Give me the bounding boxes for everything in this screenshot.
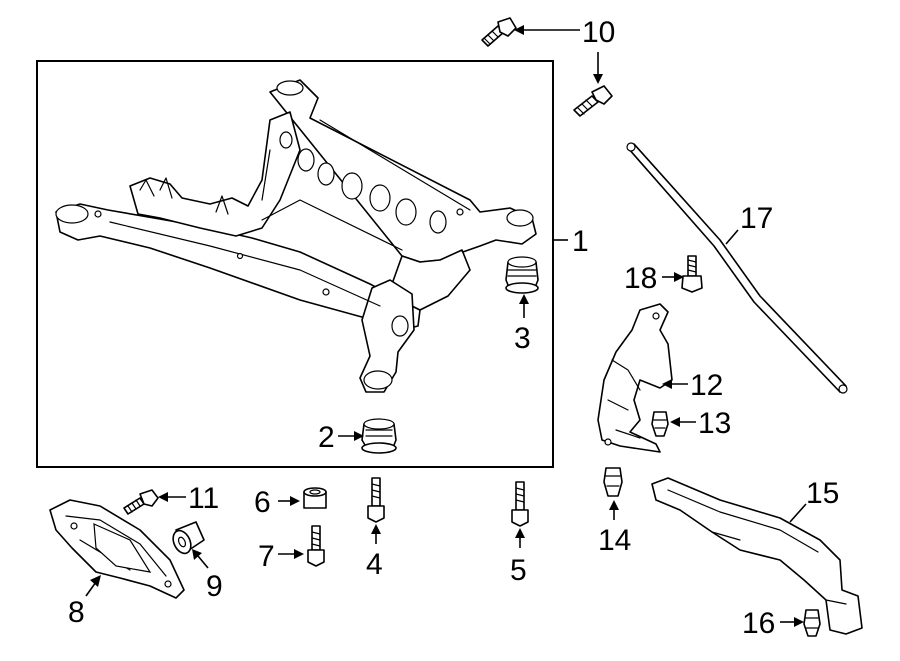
spacer-6-drawing[interactable] — [303, 487, 327, 509]
callout-5: 5 — [510, 554, 527, 587]
arrowhead-5 — [515, 528, 525, 538]
arrowhead-4 — [371, 524, 381, 534]
arrowhead-6 — [290, 496, 300, 506]
arrowhead-2 — [354, 431, 364, 441]
bolt-7-drawing[interactable] — [307, 525, 325, 567]
arrowhead-9 — [192, 549, 202, 560]
arrowhead-12 — [662, 379, 672, 389]
arrowhead-16 — [794, 617, 804, 627]
assembly-frame — [36, 60, 554, 468]
callout-4: 4 — [366, 548, 383, 581]
arrowhead-18 — [674, 272, 684, 282]
callout-15: 15 — [806, 477, 839, 510]
callout-10: 10 — [582, 16, 615, 49]
bolt-4-drawing[interactable] — [367, 477, 385, 523]
callout-7: 7 — [258, 540, 275, 573]
bolt-10-top-drawing[interactable] — [481, 17, 517, 47]
leader-17 — [725, 229, 739, 245]
clip-16-drawing[interactable] — [803, 609, 821, 637]
shield-15-drawing[interactable] — [651, 477, 863, 635]
callout-18: 18 — [624, 262, 657, 295]
plate-8-drawing[interactable] — [49, 499, 185, 599]
callout-12: 12 — [690, 369, 723, 402]
leader-9 — [197, 555, 209, 569]
leader-15 — [789, 503, 807, 523]
arrowhead-14 — [609, 500, 619, 510]
bolt-5-drawing[interactable] — [511, 481, 529, 527]
bushing-front-drawing[interactable] — [361, 418, 397, 454]
arrowhead-7 — [294, 549, 304, 559]
arrowhead-10-b — [593, 74, 603, 84]
callout-16: 16 — [742, 607, 775, 640]
callout-2: 2 — [318, 421, 335, 454]
bracket-12-drawing[interactable] — [597, 303, 673, 453]
callout-14: 14 — [598, 524, 631, 557]
bushing-rear-drawing[interactable] — [505, 256, 539, 294]
arrowhead-11 — [158, 492, 168, 502]
arrowhead-13 — [670, 417, 680, 427]
crossmember-drawing[interactable] — [55, 79, 537, 393]
callout-8: 8 — [68, 596, 85, 629]
callout-6: 6 — [254, 486, 271, 519]
callout-11: 11 — [188, 482, 219, 515]
callout-17: 17 — [740, 202, 773, 235]
arrowhead-10-a — [514, 25, 524, 35]
bolt-18-drawing[interactable] — [681, 255, 703, 293]
callout-9: 9 — [206, 570, 223, 603]
clip-14-drawing[interactable] — [603, 467, 623, 497]
leader-8 — [85, 581, 97, 597]
callout-1: 1 — [572, 225, 589, 258]
bolt-10-bottom-drawing[interactable] — [573, 85, 613, 117]
rod-drawing[interactable] — [626, 142, 848, 394]
arrowhead-8 — [90, 575, 101, 587]
callout-3: 3 — [514, 322, 531, 355]
callout-13: 13 — [698, 407, 731, 440]
clip-13-drawing[interactable] — [651, 411, 669, 437]
bolt-11-drawing[interactable] — [123, 489, 159, 515]
arrowhead-3 — [519, 294, 529, 304]
bushing-9-drawing[interactable] — [170, 521, 205, 556]
